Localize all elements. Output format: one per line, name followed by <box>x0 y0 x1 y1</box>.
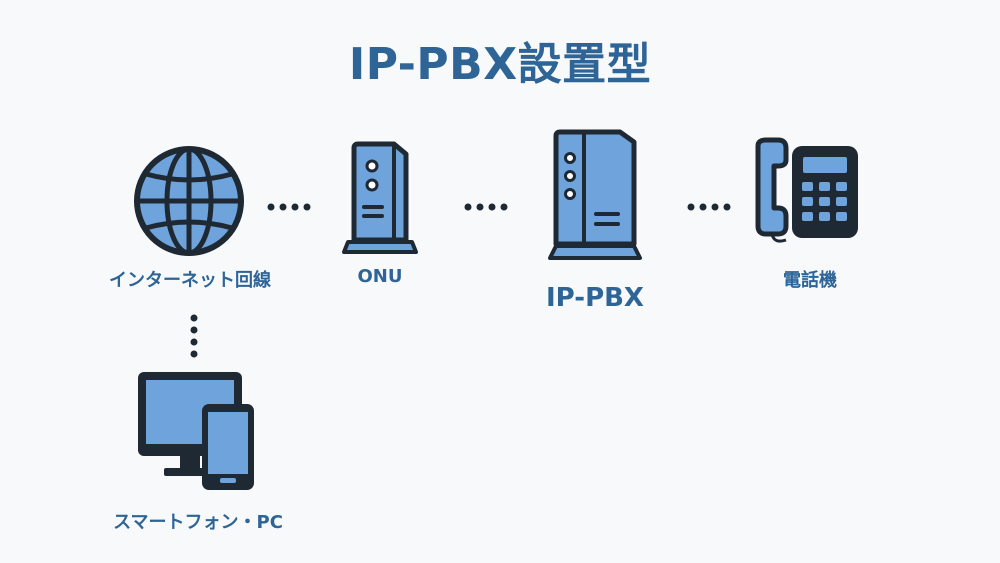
desk-phone-icon <box>755 137 858 243</box>
connector-dots-internet-onu <box>267 203 311 211</box>
onu-router-icon <box>342 141 418 254</box>
pbx-label: IP-PBX <box>546 283 644 313</box>
connector-dots-pbx-phone <box>687 203 731 211</box>
pbx-server-icon <box>548 129 642 260</box>
internet-label: インターネット回線 <box>109 270 271 291</box>
phone-label: 電話機 <box>783 270 837 291</box>
diagram-title: IP-PBX設置型 <box>348 39 652 90</box>
connector-dots-onu-pbx <box>464 203 508 211</box>
connector-dots-internet-devices <box>190 314 198 358</box>
onu-label: ONU <box>357 266 403 287</box>
devices-label: スマートフォン・PC <box>113 512 283 533</box>
monitor-smartphone-icon <box>138 372 254 490</box>
globe-icon <box>134 146 244 256</box>
